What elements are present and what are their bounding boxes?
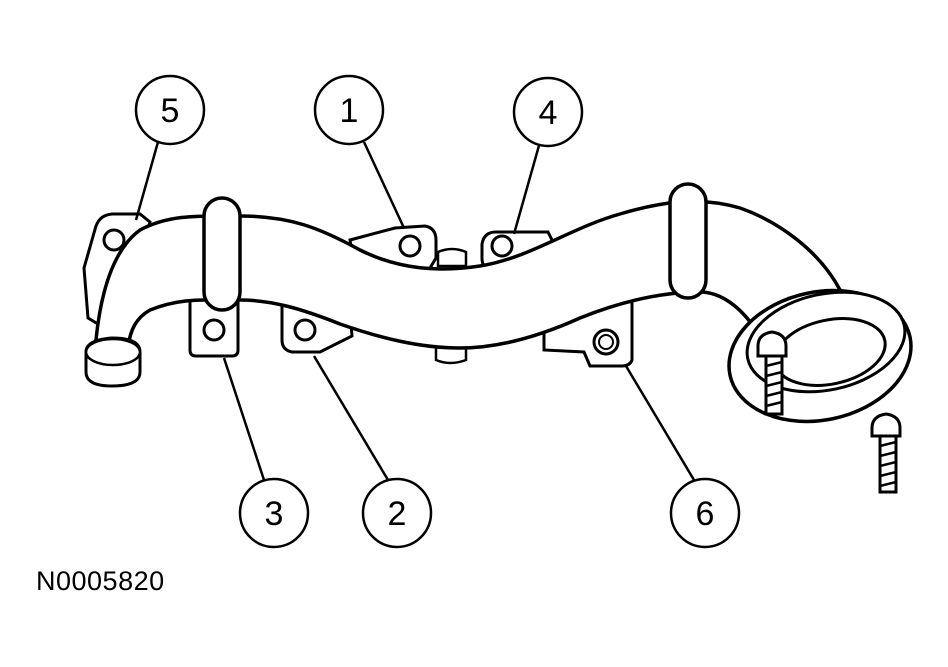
callout-label-5: 5 (161, 92, 180, 130)
leader-line-3 (222, 357, 266, 481)
leader-line-1 (362, 141, 406, 229)
bracket-bolt-hole-2 (293, 318, 317, 342)
callout-3: 3 (238, 477, 310, 549)
callout-label-6: 6 (696, 495, 715, 533)
flange-bolt-hole-4 (490, 234, 514, 258)
leader-line-4 (512, 141, 542, 235)
coolant-tube-body (94, 199, 843, 351)
outlet-bolt-lower (870, 412, 902, 494)
callout-6: 6 (669, 477, 741, 549)
callout-label-2: 2 (388, 495, 407, 533)
tube-inlet-rim (84, 337, 142, 367)
callout-5: 5 (134, 74, 206, 146)
flange-bolt-hole-1 (398, 234, 422, 258)
callout-label-3: 3 (265, 495, 284, 533)
leader-line-5 (134, 141, 160, 221)
bracket-bolt-hole-6-inner (598, 334, 614, 350)
callout-1: 1 (313, 74, 385, 146)
bracket-bolt-hole (102, 228, 126, 252)
bracket-bolt-hole-3 (202, 318, 226, 342)
leader-line-2 (312, 355, 390, 481)
callout-2: 2 (361, 477, 433, 549)
bottom-stud (434, 344, 468, 365)
hose-clamp-band-left (202, 196, 242, 312)
figure-id-label: N0005820 (36, 566, 165, 596)
hose-clamp-band-right (668, 182, 708, 300)
callout-label-4: 4 (539, 94, 558, 132)
outlet-bolt-upper (756, 330, 788, 416)
leader-line-6 (624, 365, 696, 481)
callout-label-1: 1 (340, 92, 359, 130)
callout-4: 4 (512, 76, 584, 148)
top-stud (436, 247, 468, 268)
